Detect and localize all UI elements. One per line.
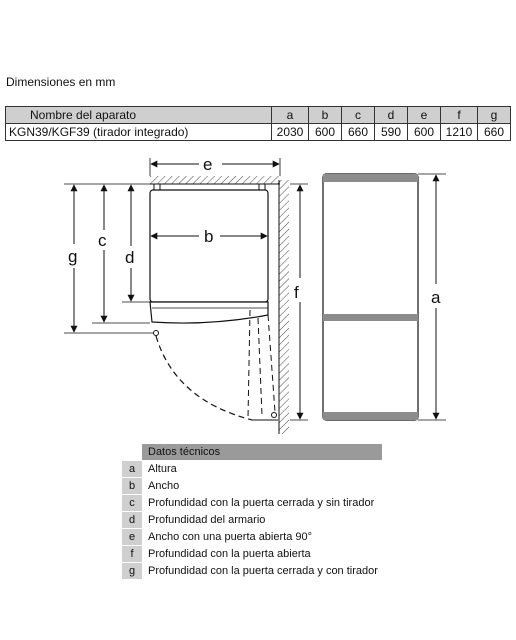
header-col-c: c bbox=[341, 106, 375, 124]
legend-text: Profundidad con la puerta abierta bbox=[142, 545, 382, 563]
legend-row: a Altura bbox=[122, 460, 382, 478]
legend-row: b Ancho bbox=[122, 477, 382, 495]
appliance-front-view bbox=[322, 173, 419, 421]
appliance-body-top-view bbox=[149, 189, 269, 303]
label-d: d bbox=[125, 248, 134, 267]
value-b: 600 bbox=[308, 123, 342, 141]
header-col-a: a bbox=[271, 106, 309, 124]
spacer-right bbox=[258, 183, 266, 191]
legend-row: f Profundidad con la puerta abierta bbox=[122, 545, 382, 563]
dimensions-table-row: KGN39/KGF39 (tirador integrado) 2030 600… bbox=[5, 123, 511, 141]
front-bottom-band bbox=[323, 412, 418, 420]
legend-row: c Profundidad con la puerta cerrada y si… bbox=[122, 494, 382, 512]
label-g: g bbox=[68, 247, 77, 266]
legend-key: g bbox=[122, 562, 142, 580]
door-open-edge-1 bbox=[247, 309, 251, 419]
front-middle-band bbox=[323, 314, 418, 321]
header-col-g: g bbox=[477, 106, 511, 124]
label-a: a bbox=[431, 288, 441, 307]
legend-text: Profundidad con la puerta cerrada y sin … bbox=[142, 494, 382, 512]
value-a: 2030 bbox=[271, 123, 309, 141]
header-name-cell: Nombre del aparato bbox=[5, 106, 272, 124]
page-title: Dimensiones en mm bbox=[6, 75, 116, 89]
legend-row: g Profundidad con la puerta cerrada y co… bbox=[122, 562, 382, 580]
side-wall-hatch bbox=[279, 180, 289, 434]
legend-key: c bbox=[122, 494, 142, 512]
legend-key: e bbox=[122, 528, 142, 546]
door-open-edge-3 bbox=[257, 317, 263, 416]
legend-header-key bbox=[122, 444, 142, 461]
dimensions-table-header: Nombre del aparato a b c d e f g bbox=[5, 106, 511, 124]
value-e: 600 bbox=[407, 123, 441, 141]
legend-text: Ancho con una puerta abierta 90° bbox=[142, 528, 382, 546]
legend-row: d Profundidad del armario bbox=[122, 511, 382, 529]
header-col-f: f bbox=[440, 106, 478, 124]
dimension-drawing: e b g c d f a bbox=[64, 155, 446, 434]
value-f: 1210 bbox=[440, 123, 478, 141]
value-g: 660 bbox=[477, 123, 511, 141]
header-col-d: d bbox=[374, 106, 408, 124]
spacer-left bbox=[153, 183, 161, 191]
legend-text: Profundidad con la puerta cerrada y con … bbox=[142, 562, 382, 580]
label-b: b bbox=[204, 227, 213, 246]
legend-text: Altura bbox=[142, 460, 382, 478]
legend-text: Profundidad del armario bbox=[142, 511, 382, 529]
header-col-e: e bbox=[407, 106, 441, 124]
legend-key: a bbox=[122, 460, 142, 478]
hinge-left bbox=[153, 330, 159, 336]
legend-row: e Ancho con una puerta abierta 90° bbox=[122, 528, 382, 546]
hinge-right bbox=[271, 412, 277, 418]
legend-text: Ancho bbox=[142, 477, 382, 495]
legend-key: f bbox=[122, 545, 142, 563]
label-e: e bbox=[203, 155, 212, 174]
front-top-band bbox=[323, 174, 418, 182]
legend-key: d bbox=[122, 511, 142, 529]
dimensions-table: Nombre del aparato a b c d e f g KGN39/K… bbox=[5, 106, 511, 141]
legend-header: Datos técnicos bbox=[142, 444, 382, 461]
legend-header-row: Datos técnicos bbox=[122, 444, 382, 461]
header-col-b: b bbox=[308, 106, 342, 124]
technical-data-legend: Datos técnicos a Altura b Ancho c Profun… bbox=[122, 444, 382, 580]
top-wall-hatch bbox=[150, 176, 280, 184]
label-c: c bbox=[98, 231, 107, 250]
label-f: f bbox=[294, 283, 299, 302]
model-name-cell: KGN39/KGF39 (tirador integrado) bbox=[5, 123, 272, 141]
door-open-edge-2 bbox=[267, 314, 276, 413]
value-c: 660 bbox=[341, 123, 375, 141]
value-d: 590 bbox=[374, 123, 408, 141]
legend-key: b bbox=[122, 477, 142, 495]
door-swing-arc bbox=[155, 335, 253, 421]
